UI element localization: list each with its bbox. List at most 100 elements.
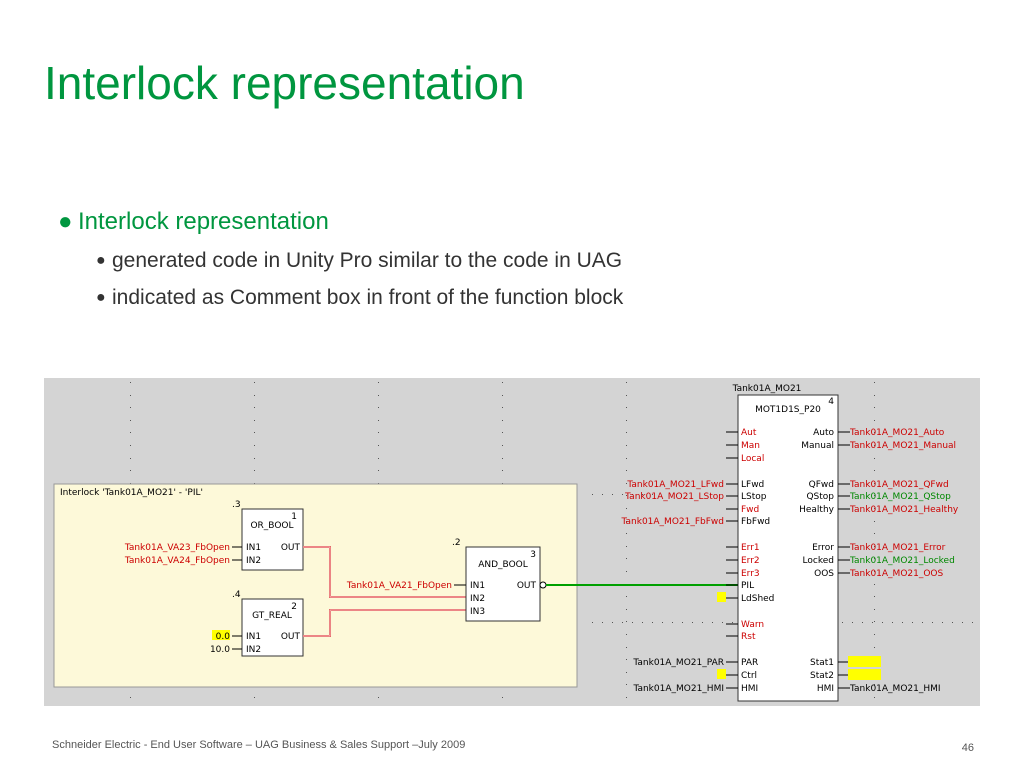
and-bool-block[interactable]: .2 3 AND_BOOL IN1 IN2 IN3 OUT Tank01A_VA… (346, 538, 547, 622)
grid-dot (702, 622, 703, 623)
grid-dot (254, 382, 255, 383)
grid-dot (378, 395, 379, 396)
mot-input-variable-par[interactable]: Tank01A_MO21_PAR (632, 658, 724, 668)
slide-title: Interlock representation (44, 57, 525, 109)
fbd-diagram[interactable]: Interlock 'Tank01A_MO21' - 'PIL' .3 1 OR… (44, 378, 980, 706)
mot-input-pin-lfwd: LFwd (741, 480, 764, 490)
grid-dot (130, 407, 131, 408)
grid-dot (602, 494, 603, 495)
grid-dot (254, 420, 255, 421)
grid-dot (874, 382, 875, 383)
mot-instance-name: Tank01A_MO21 (732, 384, 802, 394)
mot-output-pin-stat2: Stat2 (810, 671, 834, 681)
grid-dot (378, 382, 379, 383)
sub-bullet-2: ●indicated as Comment box in front of th… (96, 286, 623, 310)
grid-dot (942, 622, 943, 623)
mot-output-variable-oos[interactable]: Tank01A_MO21_OOS (849, 569, 944, 579)
grid-dot (874, 432, 875, 433)
grid-dot (626, 395, 627, 396)
grid-dot (130, 420, 131, 421)
mot-input-variable-hmi[interactable]: Tank01A_MO21_HMI (632, 684, 724, 694)
grid-dot (932, 622, 933, 623)
mot-input-pin-err2: Err2 (741, 556, 760, 566)
grid-dot (626, 596, 627, 597)
grid-dot (254, 697, 255, 698)
grid-dot (626, 697, 627, 698)
negation-icon (539, 581, 547, 589)
grid-dot (874, 609, 875, 610)
mot-input-pin-local: Local (741, 454, 764, 464)
grid-dot (874, 483, 875, 484)
mot-output-variable-auto[interactable]: Tank01A_MO21_Auto (849, 428, 945, 438)
grid-dot (626, 647, 627, 648)
grid-dot (874, 621, 875, 622)
grid-dot (632, 494, 633, 495)
grid-dot (626, 684, 627, 685)
grid-dot (378, 420, 379, 421)
grid-dot (874, 533, 875, 534)
gt-block-name: GT_REAL (252, 611, 292, 621)
mot-output-pin-auto: Auto (813, 428, 834, 438)
mot-output-variable-error[interactable]: Tank01A_MO21_Error (849, 543, 946, 553)
gt-block-index: 2 (291, 602, 297, 612)
mot-output-variable-manual[interactable]: Tank01A_MO21_Manual (849, 441, 956, 451)
grid-dot (874, 458, 875, 459)
grid-dot (712, 622, 713, 623)
or-block-name: OR_BOOL (250, 521, 293, 531)
mot-input-pin-rst: Rst (741, 632, 756, 642)
mot-output-variable-locked[interactable]: Tank01A_MO21_Locked (849, 556, 955, 566)
grid-dot (874, 596, 875, 597)
grid-dot (626, 609, 627, 610)
grid-dot (872, 622, 873, 623)
grid-dot (626, 571, 627, 572)
mot-output-variable-qfwd[interactable]: Tank01A_MO21_QFwd (849, 480, 949, 490)
mot-input-pin-ctrl: Ctrl (741, 671, 757, 681)
mot-output-variable-healthy[interactable]: Tank01A_MO21_Healthy (849, 505, 959, 515)
mot-output-variable-qstop[interactable]: Tank01A_MO21_QStop (849, 492, 951, 502)
grid-dot (130, 445, 131, 446)
mot-input-variable-lstop[interactable]: Tank01A_MO21_LStop (624, 492, 724, 502)
grid-dot (842, 622, 843, 623)
grid-dot (378, 697, 379, 698)
or-input1-variable[interactable]: Tank01A_VA23_FbOpen (124, 543, 230, 553)
grid-dot (502, 697, 503, 698)
bullet-dot-icon: ● (58, 208, 73, 235)
grid-dot (874, 634, 875, 635)
stat1-highlight (848, 656, 881, 667)
or-block-in2: IN2 (246, 556, 261, 566)
mot-input-variable-fbfwd[interactable]: Tank01A_MO21_FbFwd (621, 517, 725, 527)
mot1d1s-block[interactable]: Tank01A_MO21 4 MOT1D1S_P20 AutManLocalLF… (621, 384, 959, 702)
grid-dot (130, 395, 131, 396)
grid-dot (682, 622, 683, 623)
mot-input-pin-lstop: LStop (741, 492, 767, 502)
grid-dot (254, 458, 255, 459)
or-bool-block[interactable]: .3 1 OR_BOOL IN1 IN2 OUT Tank01A_VA23_Fb… (124, 500, 304, 571)
grid-dot (592, 494, 593, 495)
grid-dot (254, 395, 255, 396)
grid-dot (874, 420, 875, 421)
grid-dot (626, 420, 627, 421)
grid-dot (130, 697, 131, 698)
grid-dot (378, 445, 379, 446)
grid-dot (378, 458, 379, 459)
gt-block-order: .4 (232, 590, 241, 600)
or-block-in1: IN1 (246, 543, 261, 553)
bullet-dot-icon: ● (96, 289, 106, 306)
grid-dot (722, 622, 723, 623)
gt-real-block[interactable]: .4 2 GT_REAL IN1 IN2 OUT 0.0 10.0 (210, 590, 304, 657)
grid-dot (502, 458, 503, 459)
gt-input1-value[interactable]: 0.0 (216, 632, 231, 642)
grid-dot (626, 445, 627, 446)
mot-input-pin-fwd: Fwd (741, 505, 759, 515)
grid-dot (378, 432, 379, 433)
grid-dot (130, 470, 131, 471)
or-input2-variable[interactable]: Tank01A_VA24_FbOpen (124, 556, 230, 566)
mot-output-pin-qstop: QStop (806, 492, 834, 502)
grid-dot (874, 684, 875, 685)
mot-output-variable-hmi[interactable]: Tank01A_MO21_HMI (849, 684, 941, 694)
grid-dot (874, 445, 875, 446)
gt-input2-value[interactable]: 10.0 (210, 645, 230, 655)
mot-input-variable-lfwd[interactable]: Tank01A_MO21_LFwd (626, 480, 724, 490)
and-input1-variable[interactable]: Tank01A_VA21_FbOpen (346, 581, 452, 591)
grid-dot (626, 407, 627, 408)
